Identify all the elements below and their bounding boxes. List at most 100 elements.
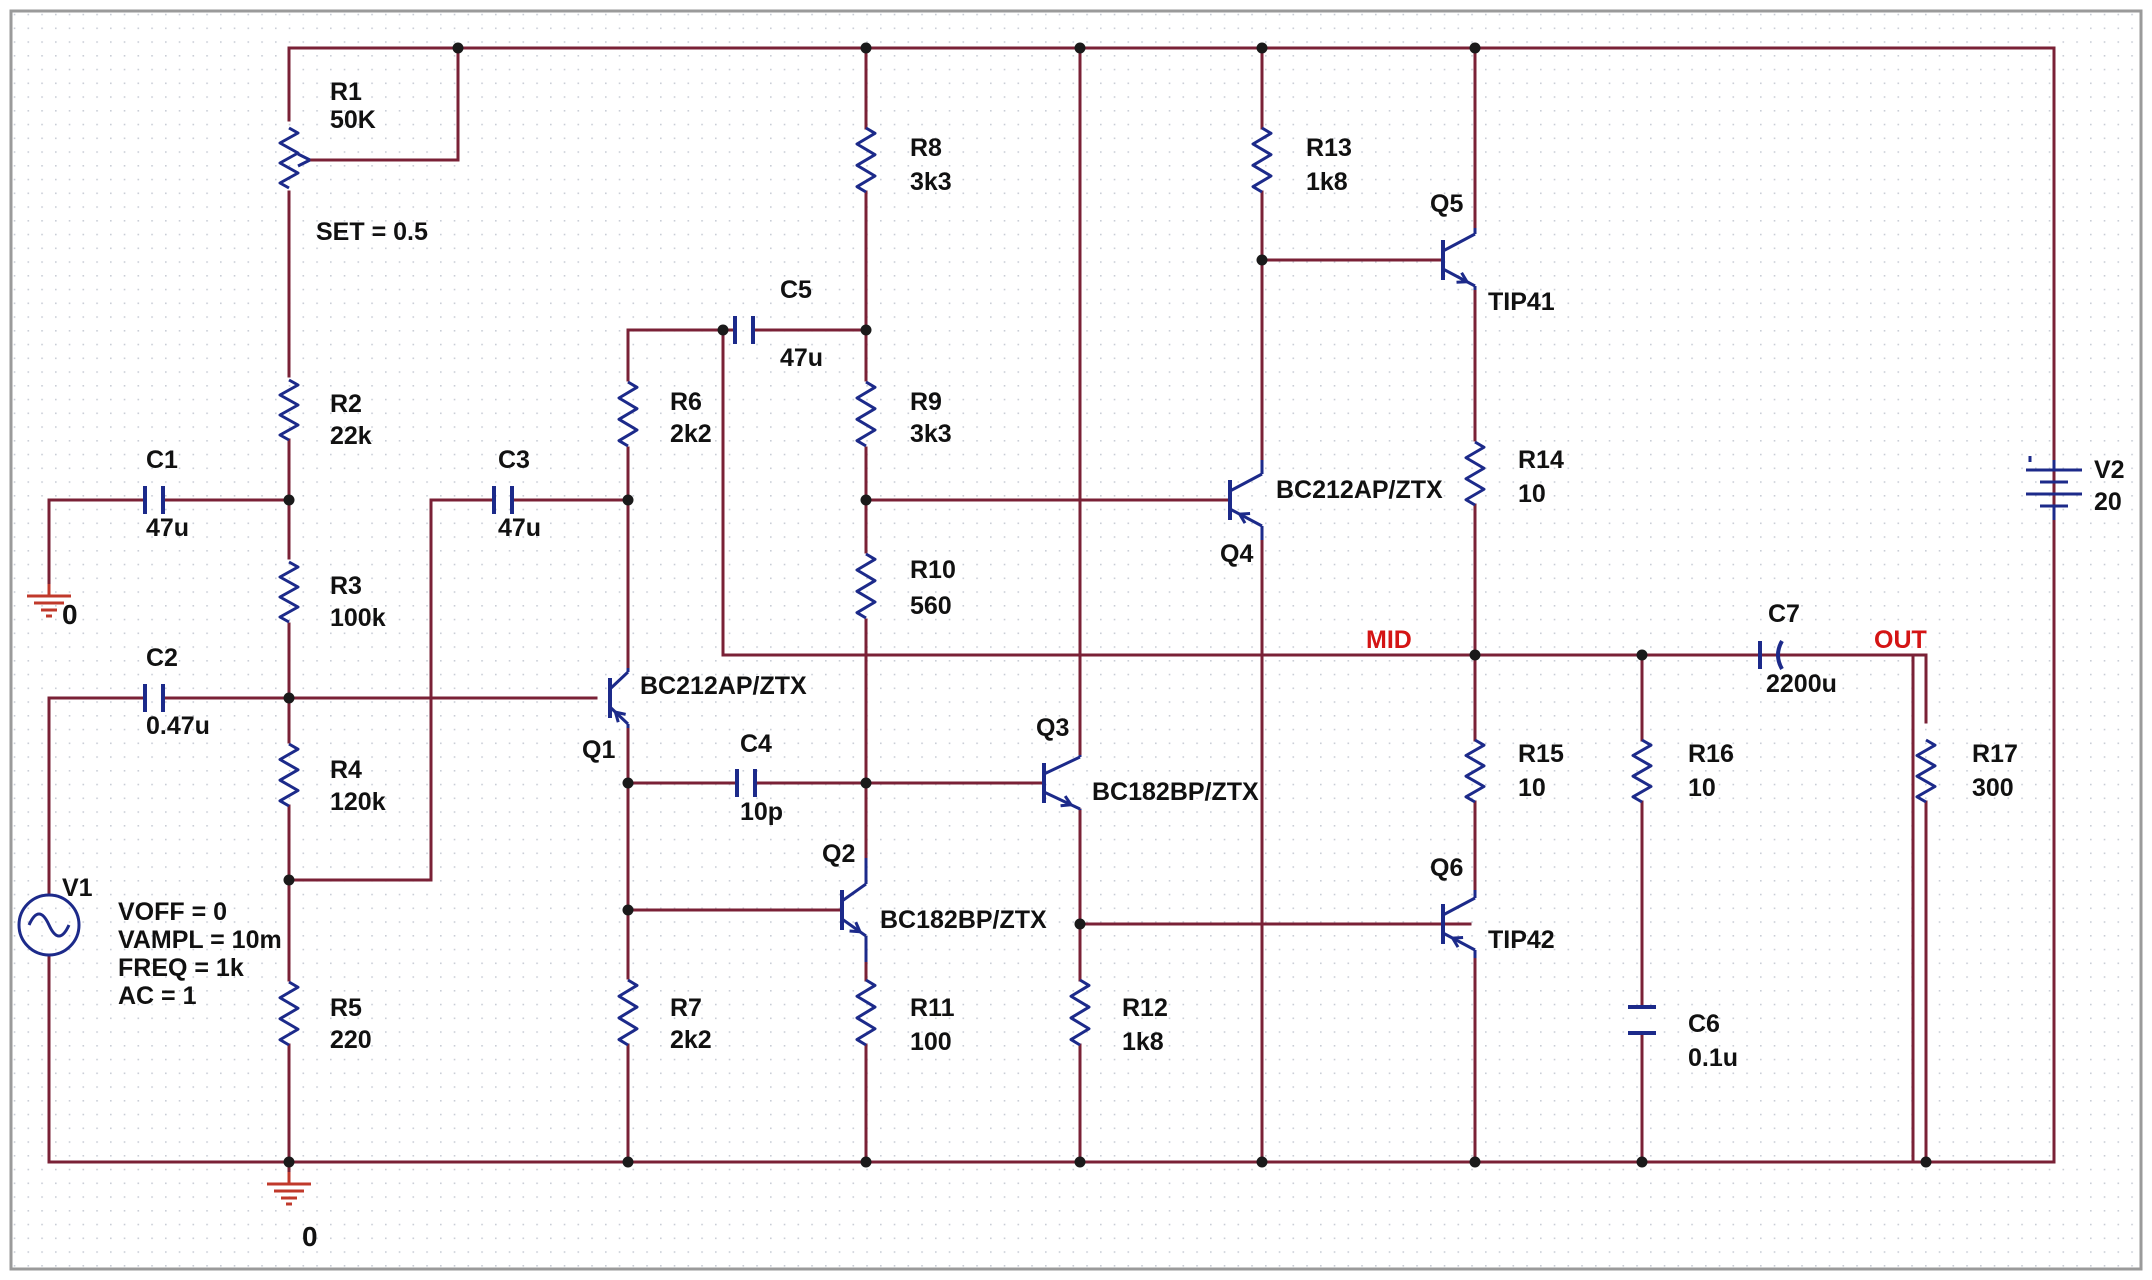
v2-ref: V2	[2094, 456, 2125, 484]
r11-ref: R11	[910, 994, 955, 1022]
resistor-r10	[855, 552, 877, 620]
junction-dot	[622, 904, 634, 916]
q6-ref: Q6	[1430, 854, 1463, 882]
resistor-r17	[1915, 738, 1937, 804]
capacitor-c2	[143, 684, 165, 712]
junction-dot	[622, 777, 634, 789]
q1-ref: Q1	[582, 736, 615, 764]
q5-ref: Q5	[1430, 190, 1463, 218]
c5-ref: C5	[780, 276, 812, 304]
junction-dot	[622, 494, 634, 506]
resistor-r1	[278, 126, 300, 190]
r13-value: 1k8	[1306, 168, 1348, 196]
parts	[17, 126, 2082, 1206]
q6-model: TIP42	[1488, 926, 1555, 954]
resistor-r15	[1464, 738, 1486, 804]
junction-dot	[860, 494, 872, 506]
r7-value: 2k2	[670, 1026, 712, 1054]
r6-value: 2k2	[670, 420, 712, 448]
junction-dot	[1636, 1156, 1648, 1168]
r12-value: 1k8	[1122, 1028, 1164, 1056]
junction-dot	[622, 1156, 634, 1168]
transistor-q6	[1441, 890, 1477, 958]
r15-value: 10	[1518, 774, 1546, 802]
v1-ac: AC = 1	[118, 982, 197, 1010]
junction-dot	[860, 324, 872, 336]
junction-dot	[1074, 918, 1086, 930]
resistor-r5	[278, 980, 300, 1047]
r1-wiper-arrow	[297, 152, 311, 168]
resistor-r12	[1069, 978, 1091, 1047]
junction-dot	[1636, 649, 1648, 661]
capacitor-c3	[492, 486, 514, 514]
junction-dot	[1256, 254, 1268, 266]
battery-v2	[2026, 456, 2082, 520]
resistor-r13	[1251, 126, 1273, 194]
ground-symbol-bottom	[267, 1172, 311, 1206]
c7-value: 2200u	[1766, 670, 1837, 698]
q2-ref: Q2	[822, 840, 855, 868]
transistor-q5	[1441, 228, 1477, 290]
r16-ref: R16	[1688, 740, 1734, 768]
c1-ref: C1	[146, 446, 178, 474]
junction-dot	[283, 692, 295, 704]
v1-ref: V1	[62, 874, 93, 902]
ground-symbol-left	[27, 584, 71, 618]
q1-model: BC212AP/ZTX	[640, 672, 807, 700]
junction-dot	[1256, 1156, 1268, 1168]
junction-dot	[452, 42, 464, 54]
junction-dot	[1469, 649, 1481, 661]
junction-dot	[283, 874, 295, 886]
junction-dot	[717, 324, 729, 336]
junction-dot	[1469, 42, 1481, 54]
junction-dot	[1920, 1156, 1932, 1168]
q3-model: BC182BP/ZTX	[1092, 778, 1259, 806]
v2-value: 20	[2094, 488, 2122, 516]
net-label-mid: MID	[1366, 626, 1412, 654]
r3-value: 100k	[330, 604, 386, 632]
c6-ref: C6	[1688, 1010, 1720, 1038]
r17-ref: R17	[1972, 740, 2018, 768]
transistor-q4	[1228, 460, 1264, 540]
resistor-r6	[617, 380, 639, 448]
c1-value: 47u	[146, 514, 189, 542]
r1-value: 50K	[330, 106, 376, 134]
transistor-q1	[608, 668, 630, 728]
resistor-r4	[278, 742, 300, 808]
r8-value: 3k3	[910, 168, 952, 196]
frame-border	[9, 9, 2143, 1271]
q4-model: BC212AP/ZTX	[1276, 476, 1443, 504]
c7-ref: C7	[1768, 600, 1800, 628]
resistor-r2	[278, 378, 300, 442]
c3-value: 47u	[498, 514, 541, 542]
v1-voff: VOFF = 0	[118, 898, 227, 926]
r8-ref: R8	[910, 134, 942, 162]
c6-value: 0.1u	[1688, 1044, 1738, 1072]
r9-ref: R9	[910, 388, 942, 416]
resistor-r11	[855, 978, 877, 1047]
transistor-q2	[840, 858, 868, 962]
r2-value: 22k	[330, 422, 372, 450]
r2-ref: R2	[330, 390, 362, 418]
r5-ref: R5	[330, 994, 362, 1022]
resistor-r3	[278, 560, 300, 624]
r16-value: 10	[1688, 774, 1716, 802]
junction-dot	[283, 494, 295, 506]
capacitor-c4	[735, 769, 757, 797]
junctions	[283, 42, 1932, 1168]
resistor-r16	[1631, 738, 1653, 804]
r14-ref: R14	[1518, 446, 1564, 474]
q4-ref: Q4	[1220, 540, 1253, 568]
ground-label-bottom: 0	[302, 1221, 318, 1252]
transistor-q3	[1042, 755, 1082, 811]
q2-model: BC182BP/ZTX	[880, 906, 1047, 934]
r1-ref: R1	[330, 78, 362, 106]
c3-ref: C3	[498, 446, 530, 474]
capacitor-c7	[1758, 640, 1784, 670]
grid-background	[11, 11, 2141, 1269]
r7-ref: R7	[670, 994, 702, 1022]
ground-label-left: 0	[62, 599, 78, 630]
sine-source-v1	[17, 893, 81, 957]
